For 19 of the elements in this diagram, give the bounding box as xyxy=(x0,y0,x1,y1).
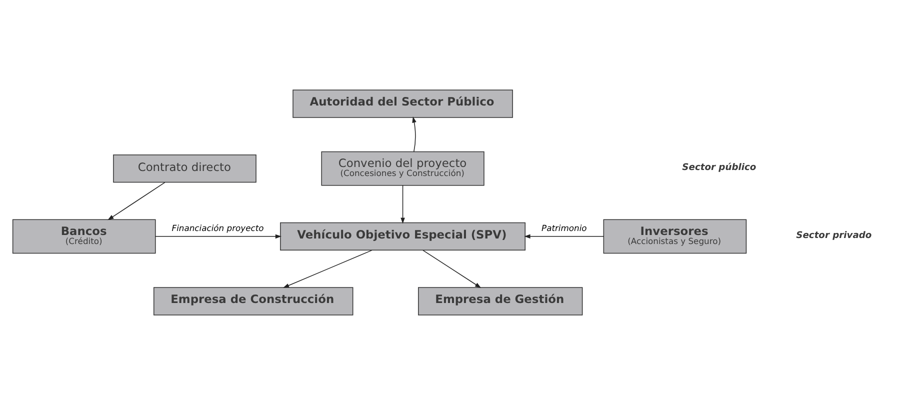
edge-label: Financiación proyecto xyxy=(171,222,264,232)
arrow xyxy=(422,249,481,288)
arrow xyxy=(524,234,604,238)
node-box: Contrato directo xyxy=(112,154,256,182)
node-box: Autoridad del Sector Público xyxy=(292,89,512,118)
edge-label: Patrimonio xyxy=(541,222,586,232)
node-box: Inversores (Accionistas y Seguro) xyxy=(602,218,746,254)
node-box: Empresa de Construcción xyxy=(152,286,353,315)
node-box: Bancos (Crédito) xyxy=(12,218,156,254)
node-box: Empresa de Gestión xyxy=(418,286,582,315)
arrow xyxy=(412,116,416,152)
arrow xyxy=(400,184,404,224)
arrow xyxy=(107,182,165,220)
arrow xyxy=(154,234,282,238)
label: Sector público xyxy=(682,162,756,173)
node-box: Vehículo Objetivo Especial (SPV) xyxy=(280,222,526,250)
node-box: Convenio del proyecto (Concesiones y Construcción) xyxy=(320,150,484,186)
arrow xyxy=(282,249,372,288)
label: Sector privado xyxy=(796,230,872,241)
